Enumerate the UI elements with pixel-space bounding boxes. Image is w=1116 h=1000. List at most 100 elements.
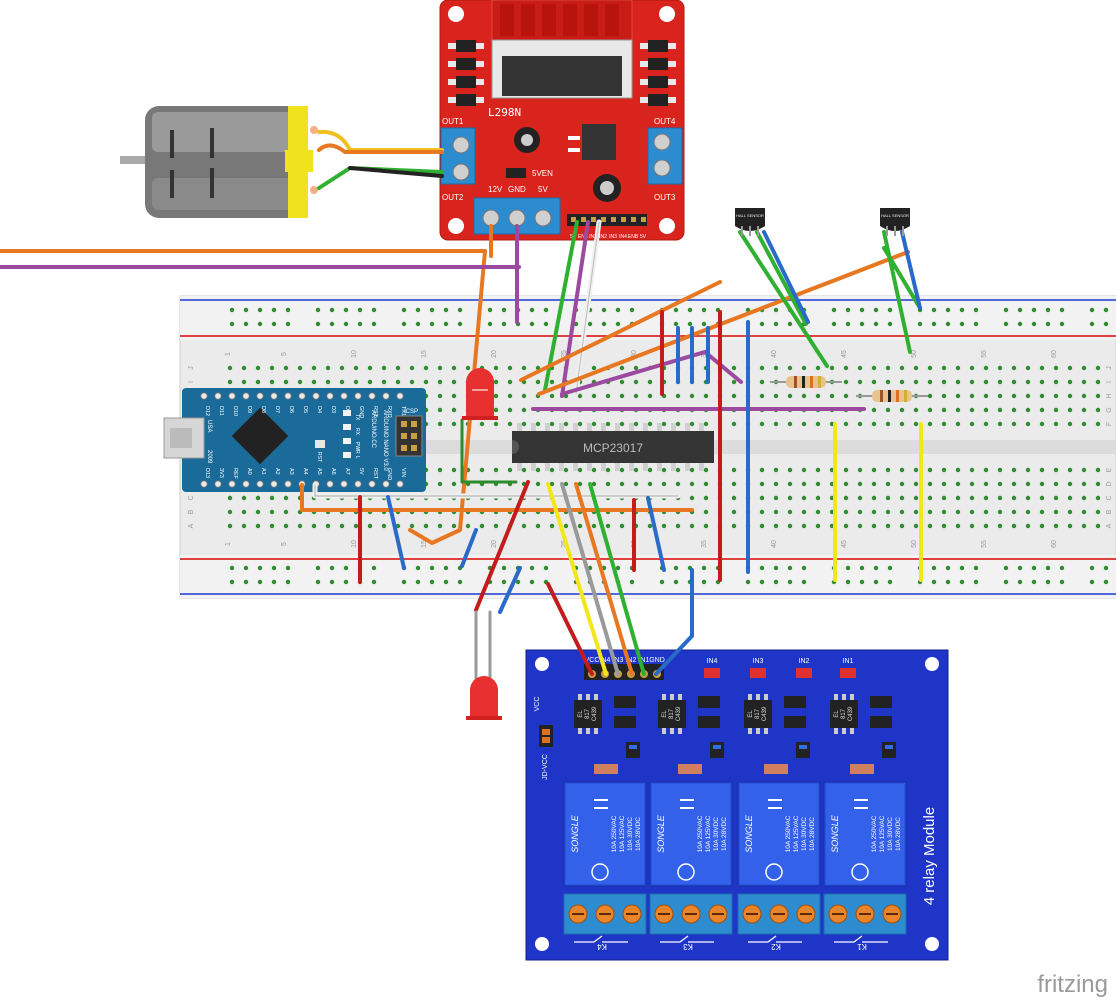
band [888, 390, 891, 402]
ic-pin [573, 423, 578, 433]
wire-white-in2 [575, 221, 600, 395]
breadboard-hole [395, 379, 401, 385]
screw-12v[interactable] [482, 209, 500, 227]
hall-leg [741, 226, 759, 236]
optocoupler [744, 700, 772, 728]
breadboard-hole [269, 509, 275, 515]
label-out4: OUT4 [654, 117, 676, 126]
breadboard-hole [521, 393, 527, 399]
wire-blue-gnd [386, 495, 406, 570]
column-number: 55 [981, 350, 988, 358]
breadboard-hole [1011, 407, 1017, 413]
arduino-pin-label: GND [386, 468, 392, 480]
rail-hole [1059, 321, 1065, 327]
breadboard-hole [969, 481, 975, 487]
breadboard-hole [1053, 421, 1059, 427]
breadboard-hole [577, 523, 583, 529]
opto-leg [850, 694, 854, 700]
rail-hole [873, 579, 879, 585]
breadboard-hole [899, 523, 905, 529]
relay-cert [677, 863, 695, 881]
breadboard-hole [969, 379, 975, 385]
diode-pad [448, 79, 456, 85]
rail-hole [457, 321, 463, 327]
led-l [343, 452, 351, 458]
breadboard-hole [703, 393, 709, 399]
arduino-pin [368, 480, 376, 488]
arduino-pin [256, 480, 264, 488]
wire-purple-diag [560, 349, 743, 396]
rail-hole [343, 321, 349, 327]
breadboard-hole [1025, 467, 1031, 473]
rail-hole [845, 565, 851, 571]
arduino-pin [284, 392, 292, 400]
breadboard-hole [675, 467, 681, 473]
breadboard-hole [871, 365, 877, 371]
opto-leg [578, 694, 582, 700]
opto-leg [764, 694, 768, 700]
rail-hole [429, 307, 435, 313]
breadboard-hole [1025, 523, 1031, 529]
arduino-pin-label: D9 [246, 406, 252, 413]
rail-hole [257, 321, 263, 327]
arduino-pin [326, 480, 334, 488]
breadboard-hole [507, 421, 513, 427]
breadboard-hole [1011, 467, 1017, 473]
screw[interactable] [452, 136, 470, 154]
breadboard-hole [367, 379, 373, 385]
row-letter: B [188, 509, 195, 514]
relay-header-label: VCC [585, 657, 600, 664]
led-tx [343, 410, 351, 416]
relay-brand: SONGLE [656, 814, 666, 853]
rail-hole [1089, 321, 1095, 327]
ic-pin [601, 423, 606, 433]
jumper-5ven[interactable] [506, 168, 526, 178]
breadboard-hole [885, 365, 891, 371]
breadboard-hole [465, 365, 471, 371]
breadboard-hole [255, 509, 261, 515]
breadboard-hole [997, 509, 1003, 515]
screw-5v[interactable] [534, 209, 552, 227]
mount-hole [448, 218, 464, 234]
rail-hole [285, 579, 291, 585]
relay-rating: 10A 28VDC [635, 817, 642, 851]
reset-button[interactable] [315, 440, 325, 448]
breadboard-hole [983, 523, 989, 529]
screw[interactable] [653, 133, 671, 151]
breadboard-hole [829, 393, 835, 399]
ic-pin [699, 423, 704, 433]
ic-pin [545, 423, 550, 433]
breadboard-hole [563, 523, 569, 529]
rail-hole [315, 321, 321, 327]
breadboard-hole [955, 365, 961, 371]
arduino-pin-label: A5 [316, 468, 322, 475]
breadboard-hole [423, 523, 429, 529]
jdvcc-jumper[interactable] [539, 725, 553, 747]
ic-pin [559, 423, 564, 433]
rail-hole [529, 565, 535, 571]
rail-hole [873, 307, 879, 313]
rail-hole [873, 565, 879, 571]
breadboard-hole [647, 481, 653, 487]
screw-gnd[interactable] [508, 209, 526, 227]
screw[interactable] [452, 163, 470, 181]
breadboard-hole [1011, 379, 1017, 385]
breadboard-hole [997, 467, 1003, 473]
breadboard-hole [969, 467, 975, 473]
breadboard-hole [549, 523, 555, 529]
motor-shade [152, 178, 298, 210]
screw[interactable] [653, 159, 671, 177]
ic-pin [643, 423, 648, 433]
relay-terminal-label: K1 [857, 942, 867, 951]
breadboard-hole [437, 481, 443, 487]
rail-hole [1031, 321, 1037, 327]
column-number: 10 [351, 350, 358, 358]
rail-hole [845, 321, 851, 327]
rail-hole [401, 321, 407, 327]
header-pin [641, 217, 646, 222]
regulator [582, 124, 616, 160]
breadboard-hole [787, 509, 793, 515]
wire-relay-in4 [546, 482, 608, 676]
rail-hole [357, 321, 363, 327]
